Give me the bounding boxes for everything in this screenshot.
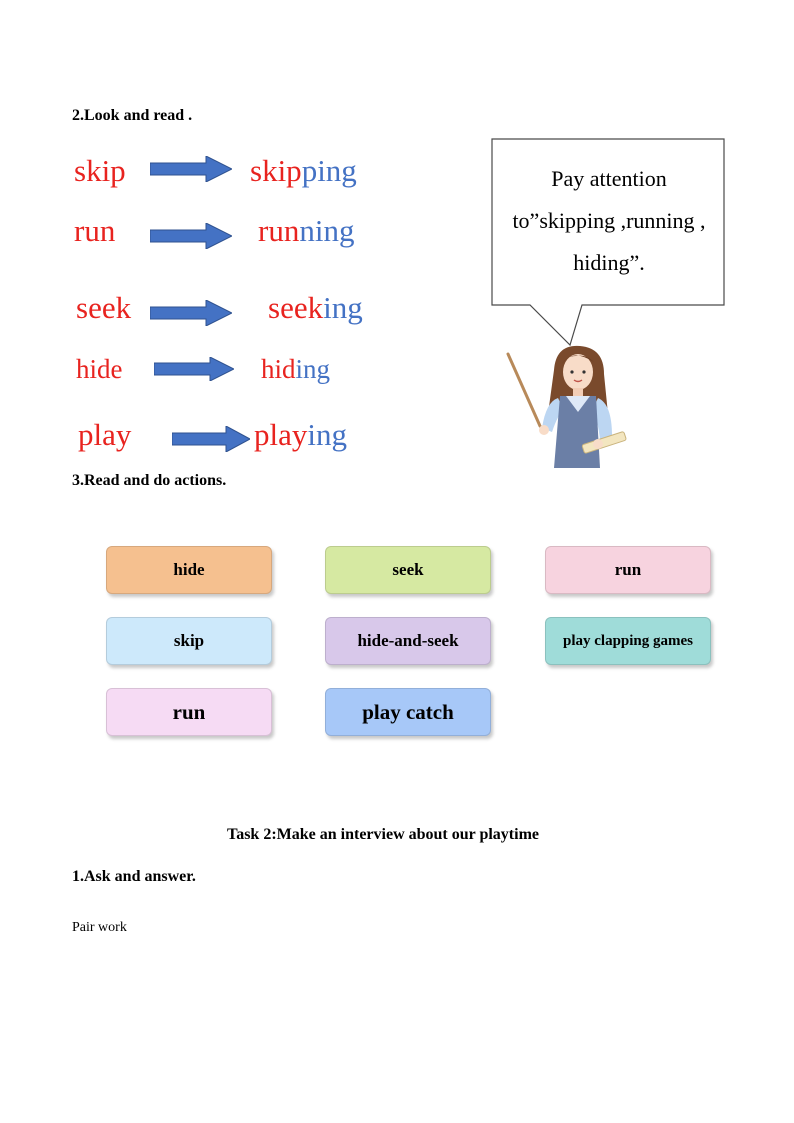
ing-word-suffix: ing	[307, 417, 347, 452]
section-2-heading: 2.Look and read .	[72, 107, 193, 124]
arrow-right-icon	[150, 156, 232, 182]
ing-word-stem: hid	[261, 354, 296, 384]
ing-word: hiding	[261, 356, 330, 383]
ing-word: seeking	[268, 292, 363, 323]
ing-word: playing	[254, 419, 347, 450]
action-card-skip[interactable]: skip	[106, 617, 272, 665]
action-card-run[interactable]: run	[545, 546, 711, 594]
ing-word-suffix: ing	[295, 354, 331, 384]
task-2-title-text: Task 2:Make an interview about our playt…	[226, 826, 539, 843]
ing-word: skipping	[250, 155, 357, 186]
bubble-line-1: Pay attention	[551, 166, 667, 191]
ing-word-stem: seek	[268, 290, 324, 325]
base-word: play	[78, 417, 132, 452]
ing-word-stem: skip	[250, 153, 302, 188]
action-card-hide[interactable]: hide	[106, 546, 272, 594]
bubble-line-3: hiding”.	[573, 250, 645, 275]
ing-word-stem: play	[254, 417, 308, 452]
bubble-line-2: to”skipping ,running ,	[512, 208, 706, 233]
base-word: seek	[76, 290, 132, 325]
base-word: run	[74, 213, 116, 248]
arrow-right-icon	[154, 357, 234, 381]
teacher-illustration	[506, 345, 627, 468]
ing-word-suffix: ning	[299, 213, 355, 248]
arrow-right-icon	[150, 223, 232, 249]
action-card-play-clapping-games[interactable]: play clapping games	[545, 617, 711, 665]
base-word: skip	[74, 153, 126, 188]
action-card-seek[interactable]: seek	[325, 546, 491, 594]
speech-bubble: Pay attention to”skipping ,running , hid…	[492, 158, 726, 284]
arrow-right-icon	[150, 300, 232, 326]
task-2-title: Task 2:Make an interview about our playt…	[0, 826, 794, 844]
speech-bubble-frame	[491, 138, 725, 347]
ask-and-answer-heading: 1.Ask and answer.	[72, 868, 196, 885]
ing-word-suffix: ping	[301, 153, 357, 188]
arrow-right-icon	[172, 426, 250, 452]
base-word: hide	[76, 354, 123, 384]
pair-work-note: Pair work	[72, 920, 127, 935]
action-card-play-catch[interactable]: play catch	[325, 688, 491, 736]
action-card-hide-and-seek[interactable]: hide-and-seek	[325, 617, 491, 665]
ing-word-suffix: ing	[323, 290, 363, 325]
ing-word: running	[258, 215, 354, 246]
ing-word-stem: run	[258, 213, 300, 248]
action-card-run-2[interactable]: run	[106, 688, 272, 736]
section-3-heading: 3.Read and do actions.	[72, 472, 227, 489]
